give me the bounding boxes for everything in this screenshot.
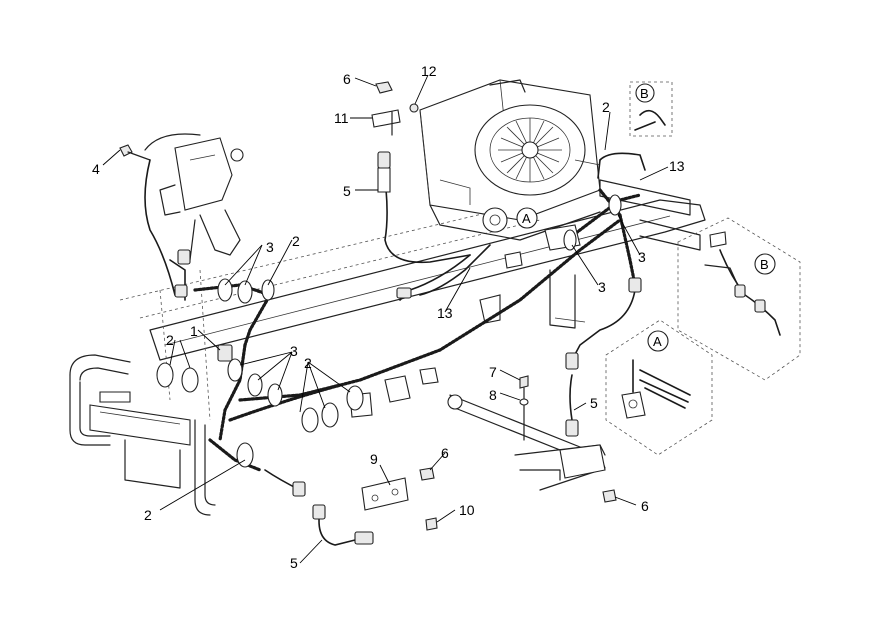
detail-b-thumbnail (629, 81, 673, 137)
detail-letters: A A B B (522, 86, 769, 349)
leader-lines (102, 74, 669, 564)
callout-12: 12 (421, 63, 437, 79)
callout-9: 9 (370, 451, 378, 467)
hardware-parts (119, 81, 617, 531)
callout-5-right: 5 (590, 395, 598, 411)
dash-bracket-assembly (144, 133, 244, 261)
detail-b-inset (677, 217, 801, 381)
callout-6-right: 6 (641, 498, 649, 514)
detail-b-letter-thumb: B (640, 86, 649, 101)
callout-6-top: 6 (343, 71, 351, 87)
callout-8: 8 (489, 387, 497, 403)
callout-11: 11 (334, 110, 349, 126)
callout-5-top: 5 (343, 183, 351, 199)
callout-3-right-a: 3 (598, 279, 606, 295)
callout-5-bottom: 5 (290, 555, 298, 571)
callout-2-mid: 2 (304, 355, 312, 371)
detail-a-marker (516, 207, 538, 229)
callout-3-right-b: 3 (638, 249, 646, 265)
callout-10: 10 (459, 502, 475, 518)
detail-a-letter-main: A (522, 211, 531, 226)
callout-2-bottom: 2 (144, 507, 152, 523)
callout-3-mid: 3 (290, 343, 298, 359)
callout-13-right: 13 (669, 158, 685, 174)
callout-2-front: 2 (166, 332, 174, 348)
callout-7: 7 (489, 364, 497, 380)
callout-13-bottom: 13 (437, 305, 453, 321)
callout-labels: 1 2 2 2 2 2 3 3 3 3 4 5 5 5 6 6 6 7 8 9 … (92, 63, 685, 571)
callout-2-right: 2 (602, 99, 610, 115)
detail-a-inset (605, 319, 713, 456)
callout-1: 1 (190, 323, 198, 339)
cable-clamps (156, 194, 622, 468)
detail-a-letter-inset: A (653, 334, 662, 349)
detail-b-letter-inset: B (760, 257, 769, 272)
callout-6-bottom: 6 (441, 445, 449, 461)
engine-block (419, 79, 601, 241)
callout-4: 4 (92, 161, 100, 177)
callout-2-top-left: 2 (292, 233, 300, 249)
callout-3-upper: 3 (266, 239, 274, 255)
